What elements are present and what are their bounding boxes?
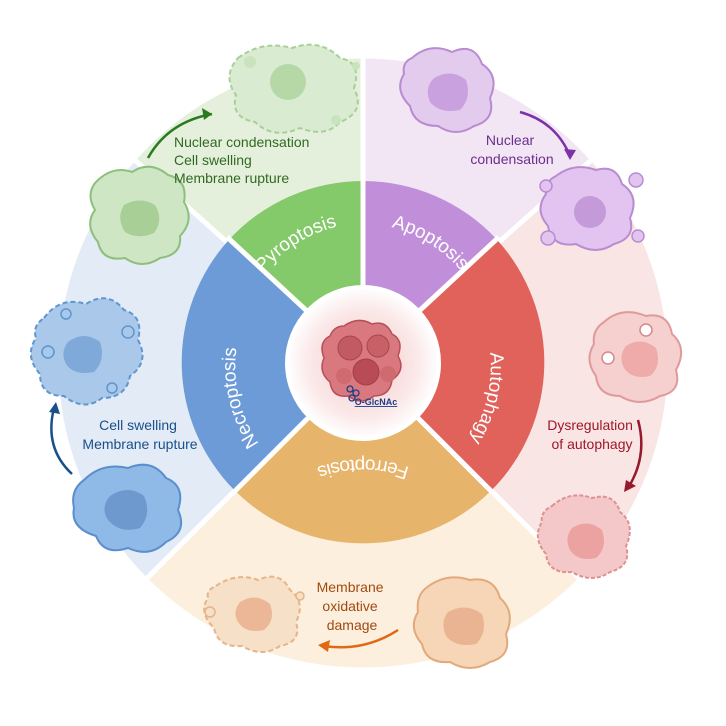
ferroptosis-ring-segment bbox=[235, 363, 491, 544]
pyroptosis-normal-cell-icon bbox=[89, 165, 190, 265]
pyroptosis-arrowhead bbox=[202, 108, 212, 120]
apoptosis-fragmented-cell-icon bbox=[539, 166, 645, 251]
apoptosis-description: Nuclear condensation bbox=[470, 132, 553, 167]
necroptosis-swollen-cell-icon bbox=[29, 297, 144, 406]
necroptosis-ring-segment bbox=[181, 239, 363, 491]
apoptosis-arrowhead bbox=[564, 149, 576, 160]
necroptosis-arrow bbox=[50, 407, 73, 475]
ferroptosis-arrowhead bbox=[318, 640, 330, 652]
glycan-icon bbox=[346, 385, 360, 402]
ferroptosis-normal-cell-icon bbox=[412, 576, 511, 669]
ferroptosis-damaged-cell-icon bbox=[203, 575, 305, 653]
o-glcnac-label: O-GlcNAc bbox=[355, 397, 398, 407]
necroptosis-normal-cell-icon bbox=[72, 463, 182, 553]
autophagy-damaged-cell-icon bbox=[536, 494, 631, 579]
autophagy-description: Dysregulation of autophagy bbox=[547, 417, 637, 452]
cell-cluster-icon bbox=[321, 319, 402, 402]
necroptosis-description: Cell swelling Membrane rupture bbox=[82, 417, 197, 452]
ferroptosis-description: Membrane oxidative damage bbox=[317, 579, 388, 633]
necroptosis-arrowhead bbox=[49, 402, 60, 414]
autophagy-ring-segment bbox=[363, 239, 545, 491]
autophagy-arrowhead bbox=[624, 480, 636, 492]
autophagy-normal-cell-icon bbox=[588, 311, 683, 403]
pyroptosis-description: Nuclear condensation Cell swelling Membr… bbox=[174, 134, 313, 186]
apoptosis-normal-cell-icon bbox=[399, 47, 495, 133]
autophagy-arrow bbox=[626, 419, 643, 489]
ferroptosis-arrow bbox=[323, 628, 399, 649]
pyroptosis-swollen-cell-icon bbox=[228, 43, 360, 134]
